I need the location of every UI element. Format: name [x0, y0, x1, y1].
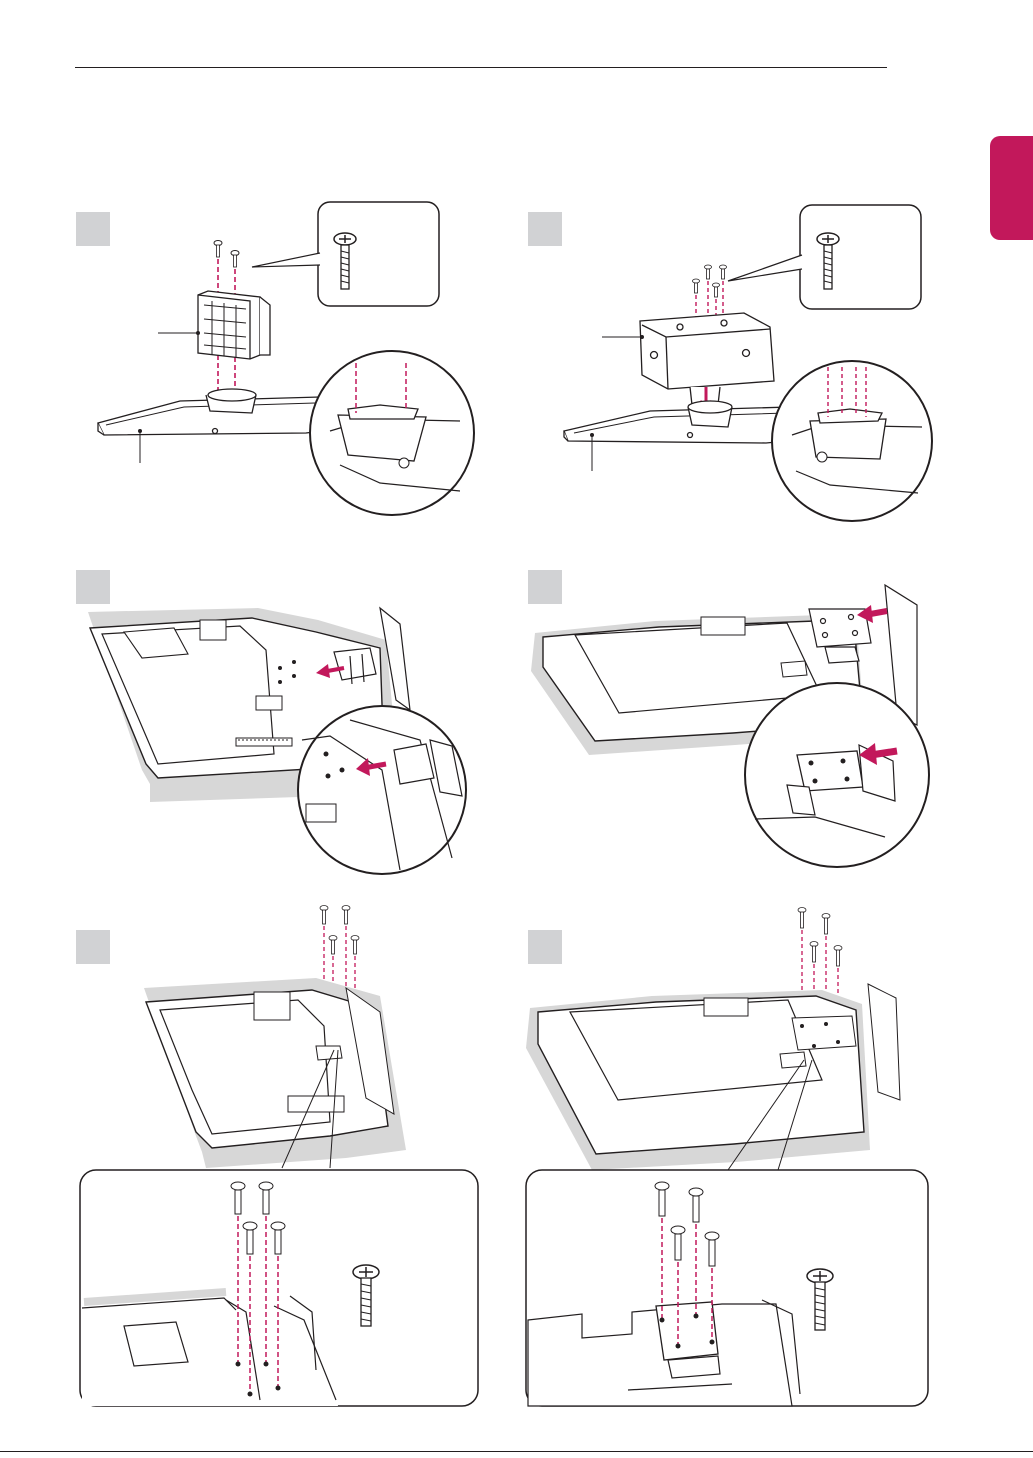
screw-icon [798, 908, 842, 967]
screw-icon [693, 265, 727, 297]
step-2b-illustration [525, 575, 945, 875]
magnifier-circle [772, 361, 932, 521]
step-2a-number-box [76, 570, 110, 604]
screw-callout [728, 205, 921, 309]
magnifier-circle [310, 351, 474, 515]
footer-rule [0, 1451, 1033, 1452]
screw-icon [320, 906, 359, 955]
magnifier-circle [745, 683, 929, 867]
step-2a-illustration [80, 600, 480, 875]
screw-callout [252, 202, 439, 306]
step-1b-illustration [530, 195, 950, 525]
stand-body-illustration [198, 291, 270, 359]
tv-back-illustration [144, 978, 406, 1168]
header-rule [75, 67, 887, 68]
detail-callout-box [80, 1170, 478, 1406]
language-tab [990, 136, 1033, 240]
step-3a-illustration [76, 900, 496, 1415]
step-3b-illustration [522, 900, 942, 1415]
tv-back-illustration [526, 984, 900, 1170]
step-1a-illustration [80, 195, 520, 525]
detail-callout-box [526, 1170, 928, 1406]
magnifier-circle [298, 706, 466, 874]
